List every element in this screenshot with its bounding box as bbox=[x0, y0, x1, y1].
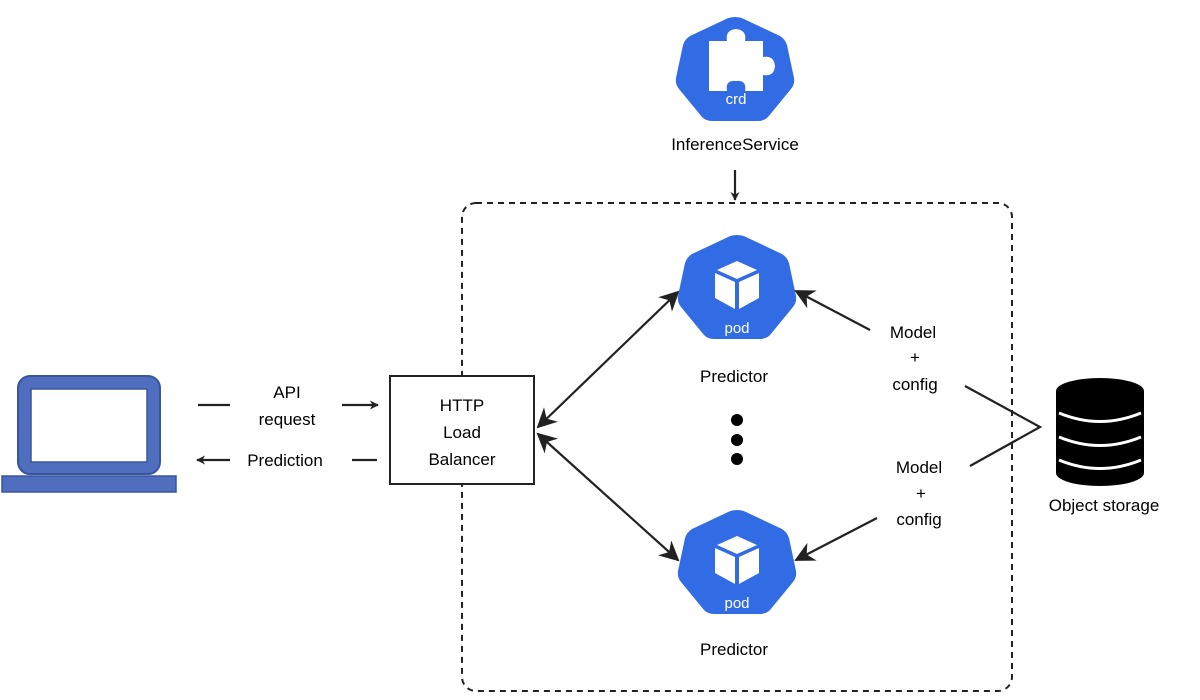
lb-predictor-bottom-arrow bbox=[536, 432, 680, 562]
pod-icon-bottom: pod bbox=[677, 510, 797, 614]
pod-icon-text-bottom: pod bbox=[724, 595, 749, 612]
cube-icon bbox=[715, 536, 759, 584]
model-config-bottom-line1: Model bbox=[896, 458, 942, 477]
ellipsis-dot bbox=[731, 453, 743, 465]
cluster-boundary bbox=[461, 202, 1013, 692]
predictor-label-bottom: Predictor bbox=[700, 640, 768, 659]
model-config-bottom-line2: + bbox=[916, 484, 926, 503]
api-request-label-line2: request bbox=[259, 410, 316, 429]
ellipsis-dot bbox=[731, 414, 743, 426]
crd-icon-text: crd bbox=[726, 91, 747, 108]
model-config-bottom-arrow bbox=[794, 517, 878, 561]
crd-icon: crd bbox=[675, 17, 795, 121]
predictor-label-top: Predictor bbox=[700, 367, 768, 386]
lb-predictor-top-arrow bbox=[536, 290, 680, 429]
prediction-label: Prediction bbox=[247, 451, 323, 470]
pod-icon-top: pod bbox=[677, 235, 797, 339]
puzzle-piece-icon bbox=[709, 29, 775, 91]
model-config-top-line2: + bbox=[910, 348, 920, 367]
load-balancer-box bbox=[389, 375, 535, 485]
load-balancer-line1: HTTP bbox=[440, 396, 484, 415]
inference-service-label: InferenceService bbox=[671, 135, 799, 154]
ellipsis-dot bbox=[731, 434, 743, 446]
pod-icon-text-top: pod bbox=[724, 320, 749, 337]
model-config-top-arrow bbox=[794, 290, 871, 331]
laptop-icon bbox=[1, 375, 177, 493]
cube-icon bbox=[715, 261, 759, 309]
load-balancer-line3: Balancer bbox=[428, 450, 495, 469]
model-config-bottom-line3: config bbox=[896, 510, 941, 529]
storage-connector bbox=[964, 385, 1043, 467]
load-balancer-line2: Load bbox=[443, 423, 481, 442]
database-icon bbox=[1056, 378, 1144, 486]
model-config-top-line1: Model bbox=[890, 323, 936, 342]
api-request-label-line1: API bbox=[273, 383, 300, 402]
model-config-top-line3: config bbox=[892, 375, 937, 394]
object-storage-label: Object storage bbox=[1049, 496, 1160, 515]
